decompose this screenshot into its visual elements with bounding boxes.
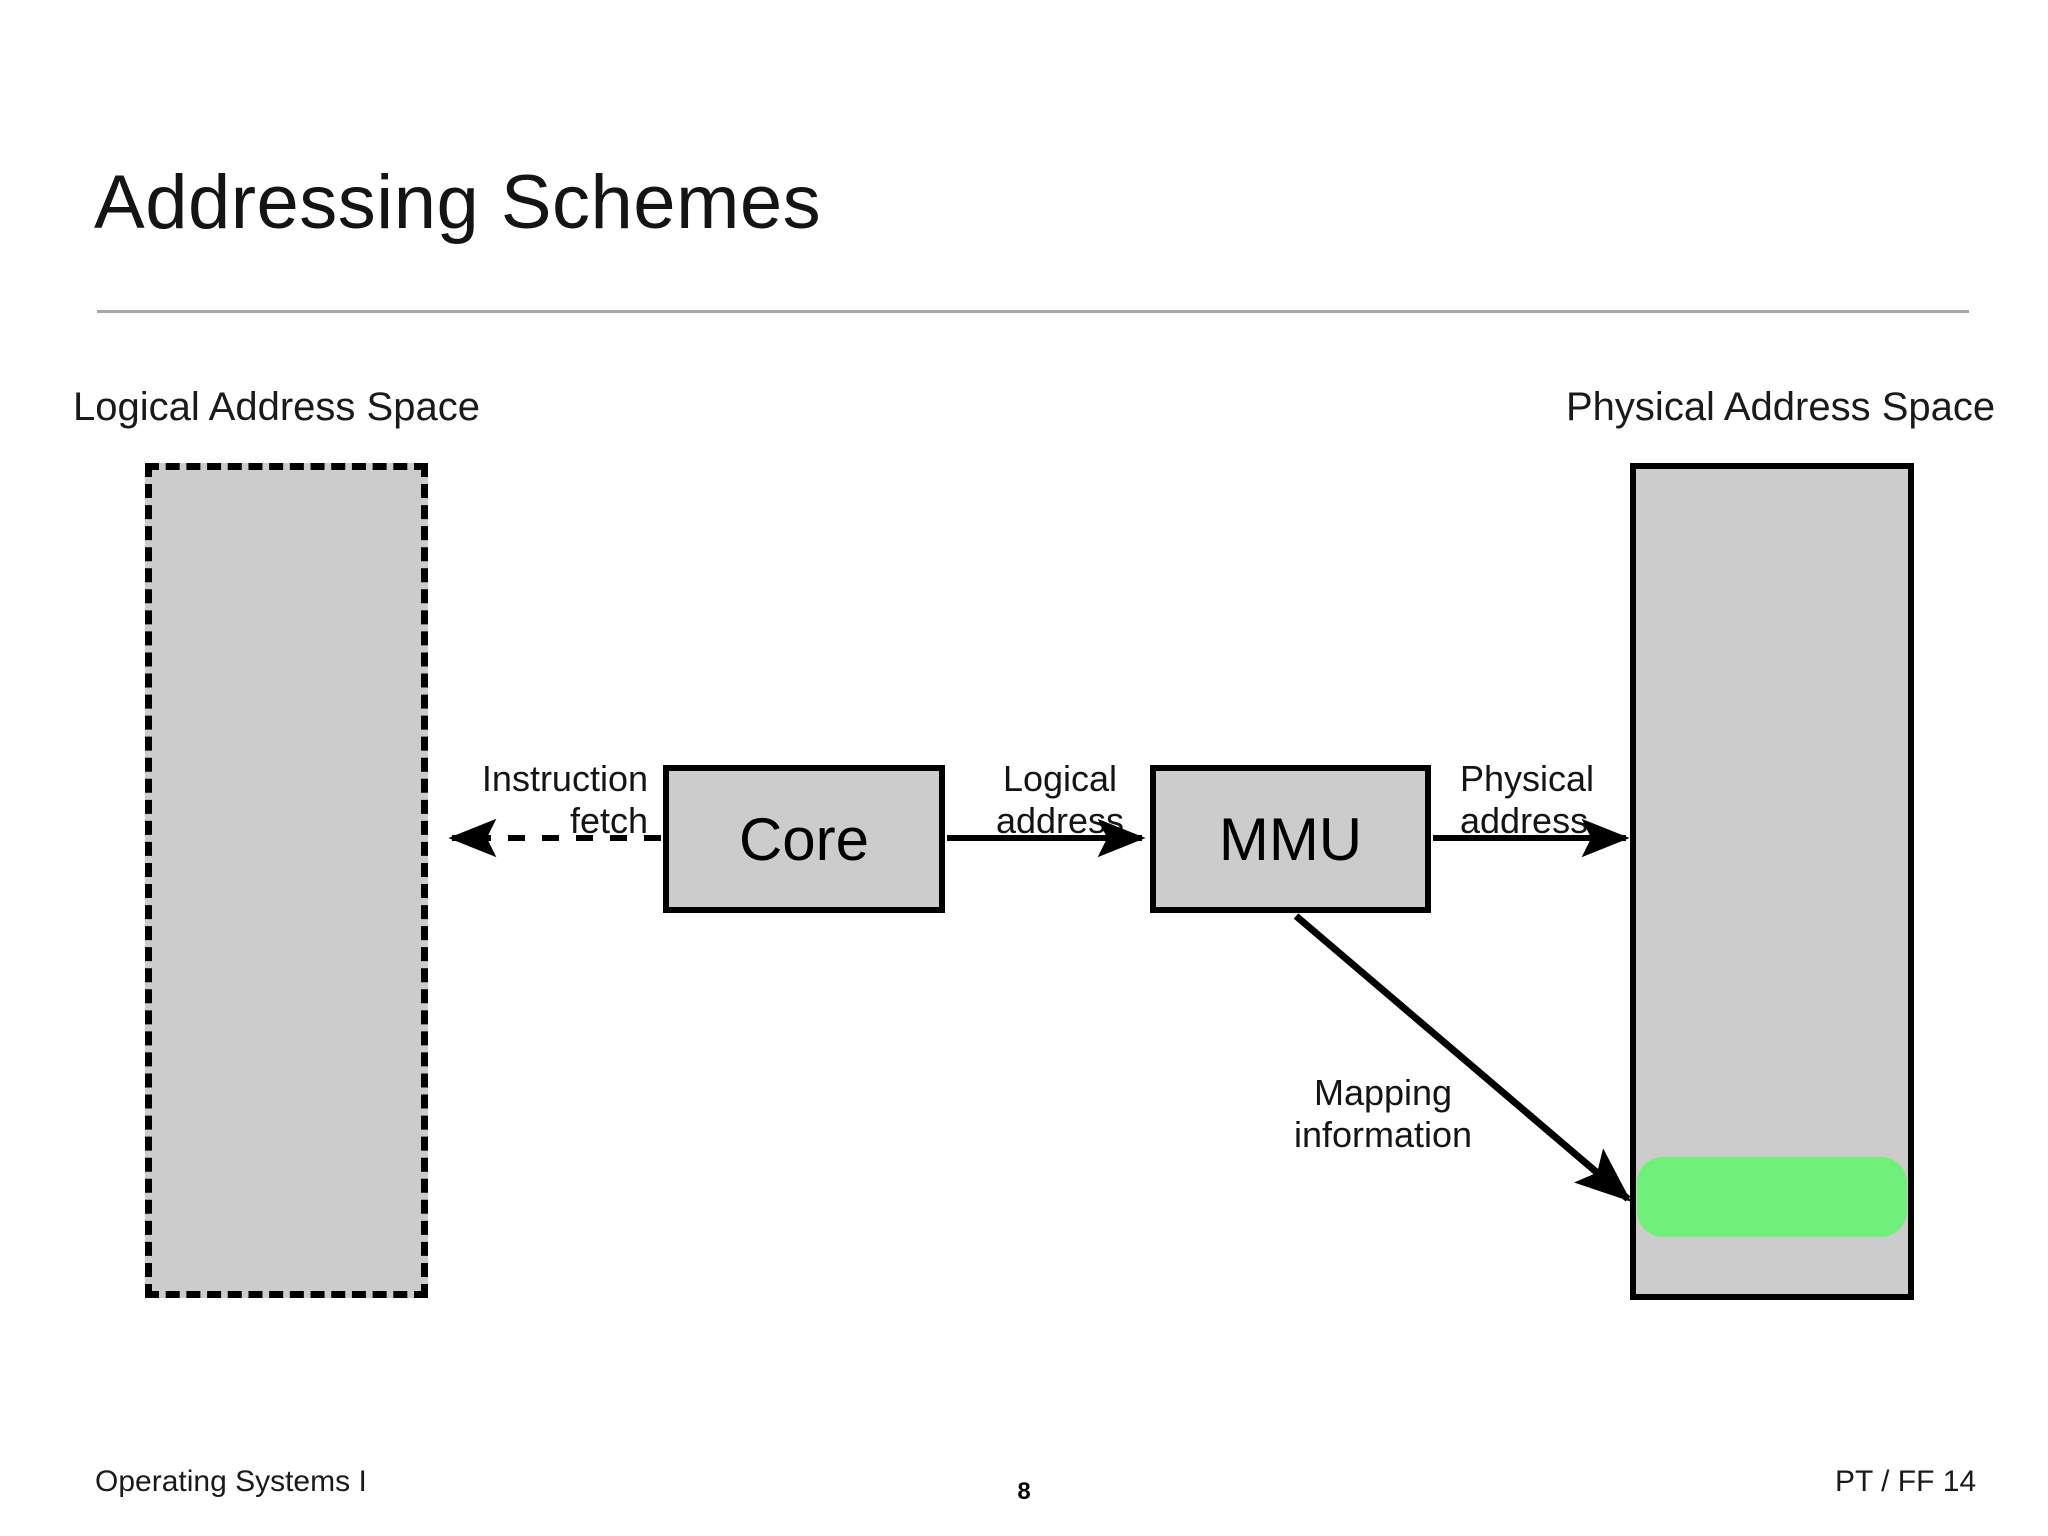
footer-page-number: 8 (1017, 1478, 1031, 1505)
instruction-fetch-line-1: Instruction (481, 758, 648, 799)
logical-address-space-label: Logical Address Space (73, 385, 480, 429)
logical-address-label: Logical address (975, 758, 1145, 842)
mapped-frame-highlight (1637, 1157, 1907, 1237)
physical-address-space-label: Physical Address Space (1566, 385, 1996, 429)
physical-address-line-1: Physical (1460, 758, 1595, 799)
instruction-fetch-label: Instruction fetch (403, 758, 648, 842)
physical-address-line-2: address (1460, 799, 1589, 841)
mapping-information-label: Mapping information (1273, 1072, 1493, 1156)
footer-course-label: Operating Systems I (95, 1465, 367, 1498)
logical-address-line-2: address (995, 799, 1125, 841)
mmu-box: MMU (1150, 765, 1431, 913)
footer-author-label: PT / FF 14 (1835, 1465, 1977, 1498)
mapping-information-arrow (1293, 913, 1632, 1202)
instruction-fetch-line-2: fetch (569, 799, 648, 841)
physical-address-label: Physical address (1460, 758, 1630, 842)
mapping-information-line-1: Mapping (1313, 1072, 1453, 1113)
core-box: Core (663, 765, 945, 913)
title-divider (97, 310, 1969, 313)
logical-address-space-box (145, 463, 428, 1298)
page-title: Addressing Schemes (94, 160, 822, 245)
logical-address-line-1: Logical (1002, 758, 1118, 799)
mapping-information-line-2: information (1293, 1113, 1473, 1155)
